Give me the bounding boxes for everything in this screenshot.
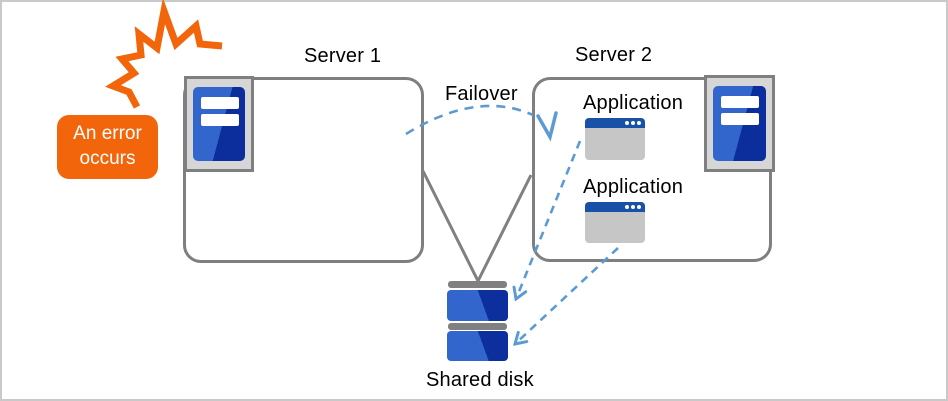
server1-label: Server 1 (304, 45, 382, 67)
server-tower-body (193, 87, 245, 161)
window-dots (625, 121, 641, 125)
window-dot (637, 205, 641, 209)
disk-cap (448, 323, 507, 330)
server-tower-body (713, 86, 766, 161)
error-callout: An error occurs (57, 115, 158, 179)
app2-disk-arrow (515, 247, 619, 344)
server1-tower-icon (184, 76, 254, 172)
window-dots (625, 205, 641, 209)
disk-cap (448, 281, 507, 288)
disk-platter (447, 290, 508, 321)
server2-tower-icon (704, 75, 775, 172)
failover-label: Failover (445, 83, 518, 105)
server-slot-bar (721, 113, 759, 125)
window-titlebar (585, 202, 645, 212)
application1-window-icon (585, 118, 645, 160)
application2-label: Application (583, 176, 684, 198)
failover-arrow-arc (405, 104, 534, 136)
window-dot (631, 205, 635, 209)
server-slot-bar (201, 97, 239, 109)
server-slot-bar (201, 114, 239, 126)
window-dot (637, 121, 641, 125)
server2-disk-line (476, 174, 533, 282)
application2-window-icon (585, 202, 645, 243)
server1-disk-line (421, 170, 480, 282)
shared-disk-icon (447, 281, 508, 361)
disk-platter (447, 331, 508, 361)
server2-label: Server 2 (575, 44, 653, 66)
window-dot (625, 205, 629, 209)
server-slot-bar (721, 96, 759, 108)
shared-disk-label: Shared disk (426, 369, 534, 391)
window-dot (631, 121, 635, 125)
window-titlebar (585, 118, 645, 128)
window-dot (625, 121, 629, 125)
application1-label: Application (583, 92, 684, 114)
error-callout-text: An error occurs (73, 123, 142, 169)
